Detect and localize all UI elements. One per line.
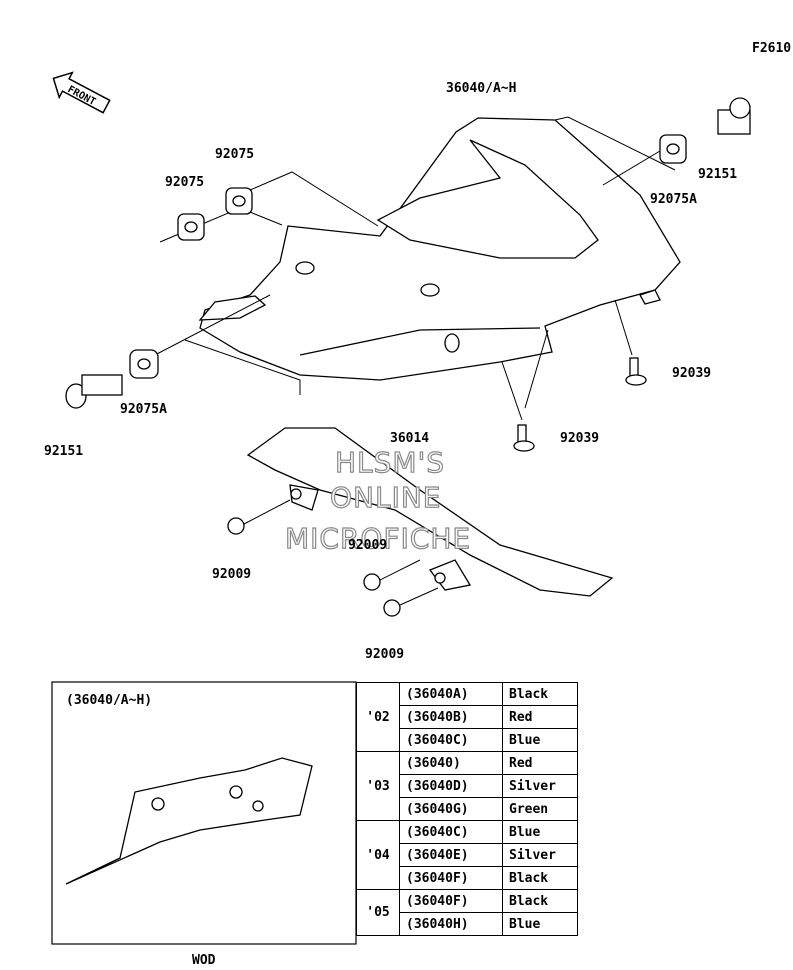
part-color: Blue	[502, 820, 578, 844]
color-table-row: '05(36040F)Black	[356, 889, 578, 936]
svg-text:ONLINE: ONLINE	[330, 481, 441, 514]
svg-text:HLSM'S: HLSM'S	[335, 446, 445, 479]
part-color: Black	[502, 682, 578, 706]
part-code: (36040A)	[399, 682, 503, 706]
color-table-row: '02(36040A)Black	[356, 682, 578, 752]
leader-lines-lower	[243, 499, 439, 606]
part-code: (36040B)	[399, 705, 503, 729]
part-code: (36040F)	[399, 889, 503, 913]
label-screw-center: 92039	[560, 431, 599, 446]
part-color: Blue	[502, 912, 578, 936]
label-seat-cover: 36040/A~H	[446, 81, 516, 96]
chain-guard	[246, 427, 614, 597]
part-color: Silver	[502, 843, 578, 867]
part-color: Silver	[502, 774, 578, 798]
part-code: (36040C)	[399, 728, 503, 752]
part-code: (36040F)	[399, 866, 503, 890]
seat-cover	[198, 117, 681, 381]
label-grommet-a-left: 92075A	[120, 402, 167, 417]
part-color: Blue	[502, 728, 578, 752]
front-arrow-icon: FRONT	[52, 71, 111, 114]
part-color: Black	[502, 889, 578, 913]
label-screw-right: 92039	[672, 366, 711, 381]
diagram-id: F2610	[752, 41, 791, 56]
color-table-row: (36040F)Black	[357, 866, 578, 890]
part-code: (36040D)	[399, 774, 503, 798]
watermark: HLSM'S ONLINE MICROFICHE	[284, 445, 471, 555]
label-bolt-left: 92151	[44, 444, 83, 459]
color-table-row: '03(36040)Red	[356, 751, 578, 821]
inset-title: (36040/A~H)	[66, 693, 152, 708]
color-table-row: (36040C)Blue	[357, 728, 578, 752]
model-year: '02	[356, 682, 400, 752]
grommet-icon	[129, 134, 687, 379]
part-code: (36040G)	[399, 797, 503, 821]
label-grommet-upper: 92075	[215, 147, 254, 162]
bolt-icon	[227, 517, 401, 617]
label-grommet-a-right: 92075A	[650, 192, 697, 207]
inset-seat-cover	[65, 757, 313, 885]
bolt-icon	[65, 97, 751, 409]
inset-footer: WOD	[192, 953, 216, 968]
color-table-row: (36040H)Blue	[357, 912, 578, 936]
color-table-row: (36040E)Silver	[357, 843, 578, 867]
label-bolt-guard-mid: 92009	[348, 538, 387, 553]
label-grommet-lower: 92075	[165, 175, 204, 190]
part-code: (36040C)	[399, 820, 503, 844]
svg-text:MICROFICHE: MICROFICHE	[285, 522, 471, 555]
label-chain-guard: 36014	[390, 431, 429, 446]
label-bolt-right: 92151	[698, 167, 737, 182]
part-color: Red	[502, 705, 578, 729]
screw-icon	[513, 357, 647, 452]
part-color: Green	[502, 797, 578, 821]
part-color: Black	[502, 866, 578, 890]
model-year: '03	[356, 751, 400, 821]
part-code: (36040E)	[399, 843, 503, 867]
color-table-row: '04(36040C)Blue	[356, 820, 578, 890]
part-color: Red	[502, 751, 578, 775]
label-bolt-guard-bottom: 92009	[365, 647, 404, 662]
part-code: (36040)	[399, 751, 503, 775]
part-code: (36040H)	[399, 912, 503, 936]
label-bolt-guard-left: 92009	[212, 567, 251, 582]
color-table: '02(36040A)Black(36040B)Red(36040C)Blue'…	[356, 682, 578, 936]
model-year: '04	[356, 820, 400, 890]
model-year: '05	[356, 889, 400, 936]
